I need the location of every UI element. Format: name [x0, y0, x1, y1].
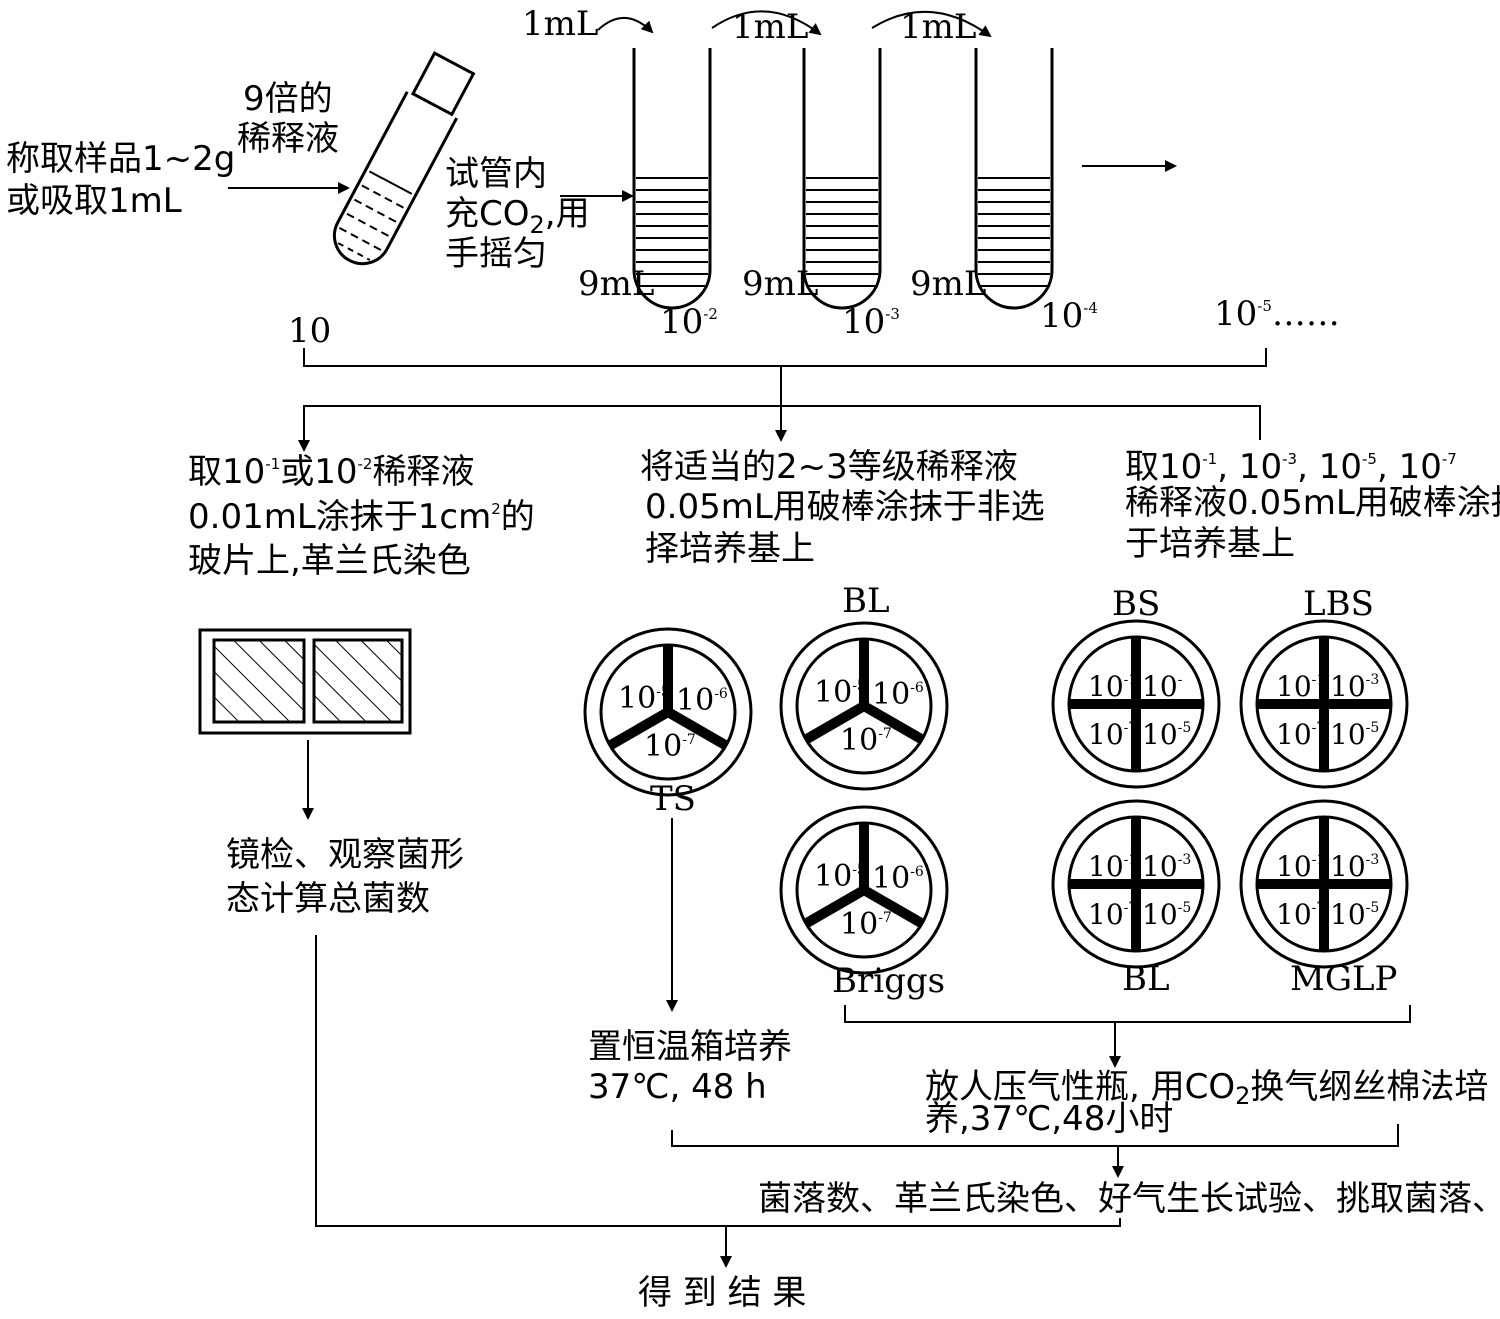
right-branch-line1: 取10-1, 10-3, 10-5, 10-7 [1125, 447, 1457, 487]
plate-sector-label: 10-7 [644, 729, 696, 764]
plate-quadrant-label: 10-3 [1330, 850, 1379, 883]
result-text: 得 到 结 果 [638, 1273, 806, 1313]
diluent-line1: 9倍的 [243, 79, 333, 119]
plates-bracket [844, 1005, 1411, 1023]
microscopy-line1: 镜检、观察菌形 [226, 835, 464, 875]
plate-divider [861, 701, 925, 744]
dilution-tube-2 [632, 48, 712, 310]
left-branch-line2: 0.01mL涂抹于1cm2的 [188, 497, 535, 537]
transfer-arrow-2 [711, 10, 822, 36]
plate-divider [665, 707, 729, 750]
plate-quadrant-label: 10-1 [1276, 850, 1325, 883]
tube-outline [802, 48, 882, 310]
plate-mglp-name: MGLP [1290, 959, 1397, 999]
plate-quadrant-label: 10-3 [1142, 850, 1191, 883]
plate-quadrant-label: 10-7 [1088, 898, 1137, 931]
co2-step-line3: 手摇匀 [445, 234, 547, 274]
glass-slide [198, 628, 412, 735]
mid-branch-line3: 择培养基上 [645, 529, 815, 569]
plate-ts-name: TS [650, 779, 696, 819]
plate-quadrant-label: 10-1 [1276, 670, 1325, 703]
transfer-arrow-1 [597, 17, 654, 34]
right-branch-line3: 于培养基上 [1125, 524, 1295, 564]
microscopy-line2: 态计算总菌数 [226, 879, 430, 919]
dilution-label-2: 10-2 [660, 302, 718, 342]
right-branch-line2: 稀释液0.05mL用破棒涂抹 [1125, 483, 1500, 523]
plate-divider [803, 701, 867, 744]
plate-sector-label: 10-5 [618, 681, 670, 716]
plate-lbs-name: LBS [1303, 584, 1374, 624]
incubate-aerobic-line1: 置恒温箱培养 [588, 1027, 792, 1067]
dilution-label-3: 10-3 [842, 302, 900, 342]
plate-quadrant-label: 10-5 [1142, 898, 1191, 931]
plate-quadrant-label: 10-5 [1330, 898, 1379, 931]
transfer-label-1: 1mL [522, 4, 598, 44]
dilution-label-4: 10-4 [1040, 296, 1098, 336]
tube-volume-2: 9mL [742, 264, 818, 304]
sample-step-line2: 或吸取1mL [6, 181, 182, 221]
analysis-text: 菌落数、革兰氏染色、好气生长试验、挑取菌落、鉴定 [758, 1179, 1500, 1219]
plate-divider [607, 707, 671, 750]
plate-quadrant-label: 10-3 [1330, 670, 1379, 703]
left-branch-line1: 取10-1或10-2稀释液 [188, 452, 474, 492]
dilution-bracket [303, 348, 1267, 367]
plate-quadrant-label: 10-1 [1088, 850, 1137, 883]
incubate-aerobic-line2: 37℃, 48 h [588, 1067, 767, 1107]
left-branch-line3: 玻片上,革兰氏染色 [188, 541, 471, 581]
dilution-label-5: 10-5…… [1214, 294, 1340, 334]
plate-sector-label: 10-5 [814, 859, 866, 894]
first-dilution-tube [332, 51, 476, 266]
diluent-line2: 稀释液 [237, 119, 339, 159]
mid-branch-line2: 0.05mL用破棒涂抹于非选 [645, 487, 1045, 527]
plate-quadrant-label: 10-7 [1276, 718, 1325, 751]
plate-sector-label: 10-7 [840, 907, 892, 942]
tube-outline [632, 48, 712, 310]
co2-step-line1: 试管内 [445, 154, 547, 194]
plate-quadrant-label: 10-7 [1276, 898, 1325, 931]
plate-divider [803, 885, 867, 928]
dilution-tube-3 [802, 48, 882, 310]
plate-quadrant-label: 10-5 [1142, 718, 1191, 751]
final-bracket [315, 935, 1121, 1227]
plate-divider [861, 885, 925, 928]
co2-step-line2: 充CO2,用 [445, 194, 590, 239]
plate-quadrant-label: 10- [1142, 670, 1183, 703]
plate-quadrant-label: 10-7 [1088, 718, 1137, 751]
plate-sector-label: 10-6 [676, 683, 728, 718]
dilution-tube-4 [974, 48, 1054, 310]
incubate-anaerobic-line2: 养,37℃,48小时 [925, 1099, 1173, 1139]
plate-bl-bottom-name: BL [1122, 959, 1170, 999]
plate-sector-label: 10-6 [872, 677, 924, 712]
tube-volume-1: 9mL [578, 264, 654, 304]
plate-bl-top-name: BL [842, 581, 890, 621]
tube-volume-3: 9mL [910, 264, 986, 304]
plate-sector-label: 10-5 [814, 675, 866, 710]
tube-outline [974, 48, 1054, 310]
dilution-label-1: 10 [288, 311, 331, 351]
plate-sector-label: 10-6 [872, 861, 924, 896]
transfer-arrow-3 [871, 10, 992, 38]
plate-quadrant-label: 10-5 [1330, 718, 1379, 751]
sample-step-line1: 称取样品1~2g [6, 139, 235, 179]
plate-briggs-name: Briggs [832, 961, 945, 1001]
incubation-bracket [671, 1124, 1399, 1147]
plate-bs-name: BS [1112, 584, 1160, 624]
plate-quadrant-label: 10-1 [1088, 670, 1137, 703]
mid-branch-line1: 将适当的2~3等级稀释液 [640, 447, 1018, 487]
plate-sector-label: 10-7 [840, 723, 892, 758]
incubate-anaerobic-line1: 放人压气性瓶, 用CO2换气纲丝棉法培 [925, 1067, 1488, 1110]
